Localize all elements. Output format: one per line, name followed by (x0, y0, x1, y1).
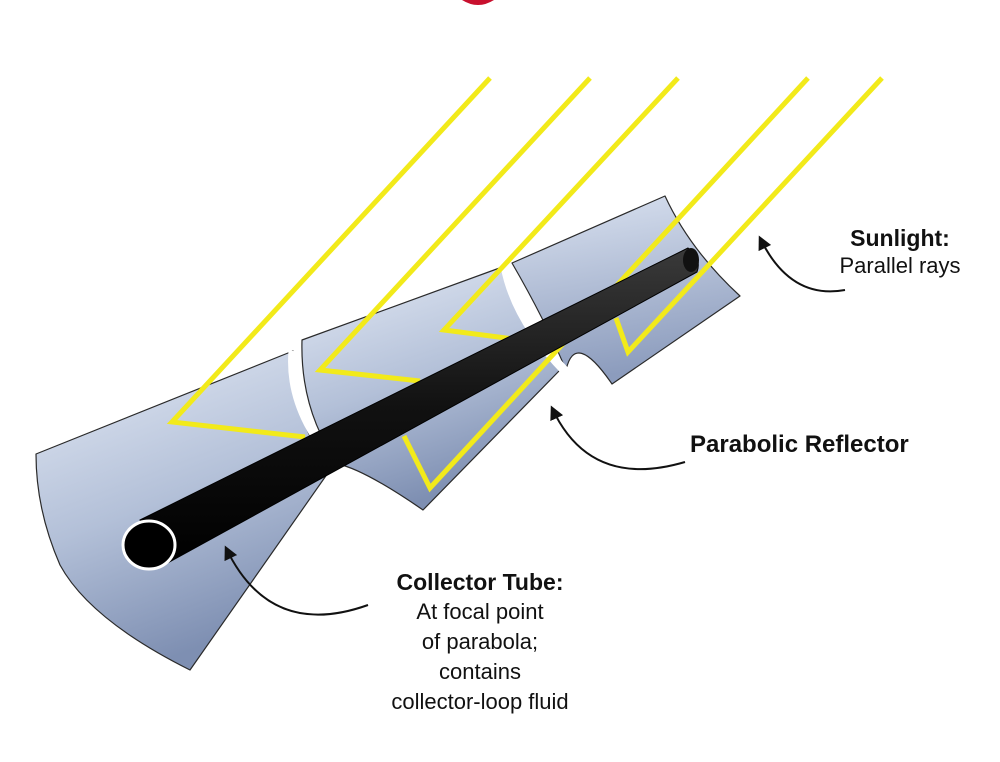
sun-ray-1 (166, 76, 492, 440)
reflector-leader-arrow (550, 405, 686, 471)
sunlight-label: Sunlight: Parallel rays (800, 224, 1000, 280)
tube-leader-arrow (224, 545, 369, 616)
collector-tube-desc-line: of parabola; (421, 629, 539, 654)
sunlight-subtitle: Parallel rays (839, 253, 961, 278)
sun-rays (166, 76, 884, 493)
collector-tube (121, 247, 699, 571)
collector-tube-desc-line: collector-loop fluid (391, 689, 569, 714)
collector-tube-label: Collector Tube: At focal point of parabo… (340, 567, 620, 717)
collector-tube-title: Collector Tube: (396, 569, 564, 595)
parabolic-reflector-label: Parabolic Reflector (690, 431, 909, 458)
sunlight-leader-arrow (758, 235, 846, 293)
sun-ray-2 (314, 76, 592, 384)
sun-ray-4 (401, 76, 810, 493)
sun-ray-5 (613, 76, 884, 357)
tube-end-cap (121, 519, 177, 571)
title-mark (462, 0, 494, 5)
sun-ray-3 (438, 76, 680, 343)
collector-tube-desc-line: At focal point (416, 599, 544, 624)
segment-gap-2 (500, 265, 570, 376)
collector-tube-desc-line: contains (439, 659, 521, 684)
sunlight-title: Sunlight: (850, 225, 950, 251)
